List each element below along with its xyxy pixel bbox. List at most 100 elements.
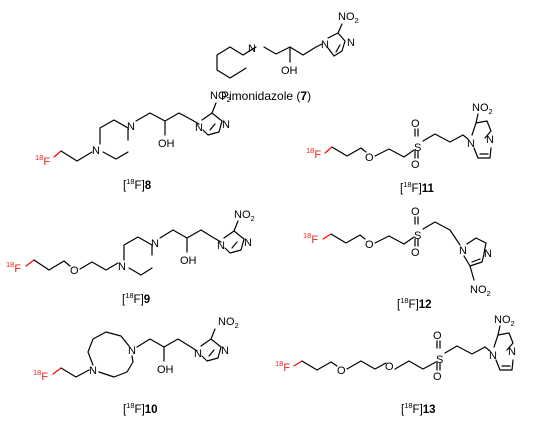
atom-n: N <box>321 39 329 51</box>
caption-18f-10: [18F]10 <box>123 401 158 416</box>
subscript-two: 2 <box>489 107 493 116</box>
atom-f: F <box>41 371 48 383</box>
nitro-group: NO2 <box>494 314 515 328</box>
subscript-two: 2 <box>235 321 239 330</box>
fluorine-18-label: 18F <box>6 260 21 275</box>
compound-number: 7 <box>300 89 307 103</box>
atom-o: O <box>70 265 79 277</box>
bracket-open: [ <box>123 404 127 416</box>
atom-n: N <box>484 248 492 260</box>
compound-number: 10 <box>145 404 158 416</box>
atom-n: N <box>217 240 225 252</box>
compound-label: F] <box>413 404 423 416</box>
compound-number: 11 <box>422 183 435 195</box>
bracket-open: [ <box>123 180 127 192</box>
atom-n: N <box>151 238 159 250</box>
structure-pimonidazole: N OH N N NO2 <box>216 11 359 79</box>
nitro-group: NO2 <box>472 102 493 116</box>
isotope-18: 18 <box>6 260 14 269</box>
subscript-two: 2 <box>355 16 359 25</box>
atom-n: N <box>92 145 100 157</box>
compound-label: F] <box>135 404 145 416</box>
structure-18f-13: 18F O O S O O N N NO2 <box>275 314 516 383</box>
atom-n: N <box>486 134 494 146</box>
atom-n: N <box>347 37 355 49</box>
fluorine-18-label: 18F <box>33 368 48 383</box>
structure-18f-12: 18F O S O O N N NO2 <box>303 206 492 298</box>
structure-18f-11: 18F O S O O N N NO2 <box>306 102 494 171</box>
structure-18f-9: 18F O N N OH N N NO2 <box>6 209 255 277</box>
compound-number: 12 <box>419 299 432 311</box>
atom-no: NO <box>494 314 511 326</box>
caption-18f-8: [18F]8 <box>123 177 152 192</box>
bracket-open: [ <box>401 404 405 416</box>
bracket-open: [ <box>400 183 404 195</box>
atom-no: NO <box>218 316 235 328</box>
compound-label: F] <box>135 180 145 192</box>
isotope-18: 18 <box>126 177 134 186</box>
atom-n: N <box>89 365 97 377</box>
atom-n: N <box>118 261 126 273</box>
nitro-group: NO2 <box>218 316 239 330</box>
structure-18f-10: 18F N N OH N N NO2 <box>33 316 239 383</box>
isotope-18: 18 <box>306 146 314 155</box>
isotope-18: 18 <box>403 180 411 189</box>
atom-no: NO <box>210 90 227 102</box>
atom-o: O <box>365 152 374 164</box>
compound-label: F] <box>412 183 422 195</box>
compound-label: F] <box>134 294 144 306</box>
subscript-two: 2 <box>251 214 255 223</box>
atom-o: O <box>337 365 346 377</box>
caption-name: Pimonidazole ( <box>221 89 300 103</box>
structure-18f-8: 18F N N OH N N NO2 <box>35 90 231 168</box>
compound-number: 9 <box>144 294 150 306</box>
caption-18f-12: [18F]12 <box>397 296 432 311</box>
atom-f: F <box>43 156 50 168</box>
caption-18f-13: [18F]13 <box>401 401 436 416</box>
atom-n: N <box>128 345 136 357</box>
atom-o: O <box>411 118 420 130</box>
atom-oh: OH <box>180 255 197 267</box>
bracket-open: [ <box>397 299 401 311</box>
isotope-18: 18 <box>275 359 283 368</box>
nitro-group: NO2 <box>234 209 255 223</box>
atom-no: NO <box>338 11 355 23</box>
fluorine-18-label: 18F <box>35 153 50 168</box>
atom-s: S <box>414 142 421 154</box>
atom-oh: OH <box>158 138 175 150</box>
isotope-18: 18 <box>125 291 133 300</box>
atom-n: N <box>127 121 135 133</box>
atom-n: N <box>459 245 467 257</box>
subscript-two: 2 <box>511 319 515 328</box>
fluorine-18-label: 18F <box>303 231 318 246</box>
atom-o: O <box>385 361 394 373</box>
atom-n: N <box>467 138 475 150</box>
atom-f: F <box>314 149 321 161</box>
fluorine-18-label: 18F <box>275 359 290 374</box>
caption-18f-9: [18F]9 <box>122 291 150 306</box>
atom-o: O <box>365 239 374 251</box>
isotope-18: 18 <box>33 368 41 377</box>
atom-n: N <box>221 345 229 357</box>
atom-o: O <box>411 159 420 171</box>
atom-n: N <box>248 43 256 55</box>
subscript-two: 2 <box>487 289 491 298</box>
atom-oh: OH <box>157 364 174 376</box>
atom-oh: OH <box>281 65 298 77</box>
atom-o: O <box>411 247 420 259</box>
isotope-18: 18 <box>400 296 408 305</box>
atom-f: F <box>311 234 318 246</box>
bracket-open: [ <box>122 294 126 306</box>
atom-n: N <box>508 346 516 358</box>
nitro-group: NO2 <box>470 284 491 298</box>
atom-f: F <box>14 263 21 275</box>
nitro-group: NO2 <box>210 90 231 104</box>
fluorine-18-label: 18F <box>306 146 321 161</box>
atom-n: N <box>489 350 497 362</box>
atom-no: NO <box>470 284 487 296</box>
atom-o: O <box>411 206 420 218</box>
atom-n: N <box>244 237 252 249</box>
caption-pimonidazole: Pimonidazole (7) <box>221 89 311 103</box>
isotope-18: 18 <box>303 231 311 240</box>
